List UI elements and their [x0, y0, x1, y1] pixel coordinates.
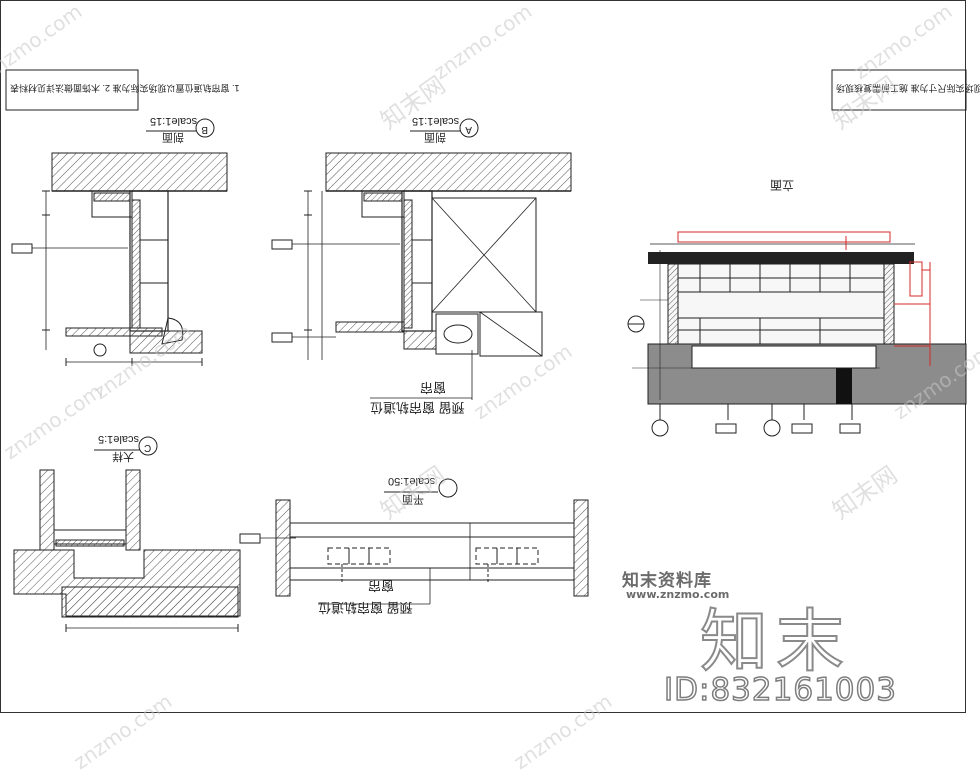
note-left-text: 1. 窗帘轨道位置以现场实际为准 2. 木饰面做法详见材料表: [10, 83, 240, 94]
plan-scale: scale1:50: [388, 475, 435, 487]
section-a-marker: A: [465, 124, 472, 135]
plan-marker-circle: [438, 478, 458, 498]
note-left: 1. 窗帘轨道位置以现场实际为准 2. 木饰面做法详见材料表: [5, 69, 240, 111]
brand-logo: 知末: [699, 602, 853, 683]
section-a-scale: scale1:15: [412, 115, 459, 127]
drawing-id: ID:832161003: [663, 671, 897, 709]
plan-callout-curtain: 窗帘: [368, 578, 394, 593]
detail-c-drawing: C scale1:5 大样: [13, 433, 241, 632]
section-a-callout-curtain: 窗帘: [420, 380, 446, 395]
section-a-title: 剖面: [424, 131, 446, 145]
watermark-site-1: znzmo.com: [0, 0, 86, 84]
watermark-site-8: znzmo.com: [69, 689, 176, 774]
watermark-site-2: znzmo.com: [429, 0, 536, 84]
watermark-logo-3: 知末网: [375, 461, 450, 525]
elevation-drawing: 立面: [627, 178, 967, 437]
watermark-logo-4: 知末网: [827, 461, 902, 525]
watermark-site-7: znzmo.com: [0, 379, 106, 464]
note-right-text: 注： 图中尺寸以现场实际尺寸为准 施工前需复核现场: [836, 83, 980, 94]
section-b-marker-circle: [195, 118, 215, 138]
watermark-site-9: znzmo.com: [509, 689, 616, 774]
elevation-title: 立面: [770, 178, 794, 193]
section-b-drawing: B scale1:15 剖面: [11, 115, 228, 366]
section-a-callout-reserve: 预留 窗帘轨道位: [370, 400, 465, 415]
watermark-site-5: znzmo.com: [469, 339, 576, 424]
plan-drawing: 窗帘 预留 窗帘轨道位 scale1:50 平面: [239, 475, 589, 615]
section-a-marker-circle: [459, 118, 479, 138]
section-b-scale: scale1:15: [150, 115, 197, 127]
detail-c-title: 大样: [112, 450, 134, 464]
brand-name: 知末资料库: [622, 571, 712, 591]
brand-url: www.znzmo.com: [626, 588, 730, 601]
plan-title: 平面: [402, 493, 424, 505]
plan-callout-reserve: 预留 窗帘轨道位: [318, 600, 413, 615]
section-b-title: 剖面: [162, 131, 184, 145]
detail-c-scale: scale1:5: [98, 433, 139, 445]
detail-c-marker: C: [144, 442, 151, 453]
section-b-marker: B: [201, 124, 208, 135]
section-a-drawing: 窗帘 预留 窗帘轨道位 A scale1:15 剖面: [271, 115, 572, 415]
note-right: 注： 图中尺寸以现场实际尺寸为准 施工前需复核现场: [831, 69, 980, 111]
watermark-site-3: znzmo.com: [849, 0, 956, 84]
detail-c-marker-circle: [138, 436, 158, 456]
